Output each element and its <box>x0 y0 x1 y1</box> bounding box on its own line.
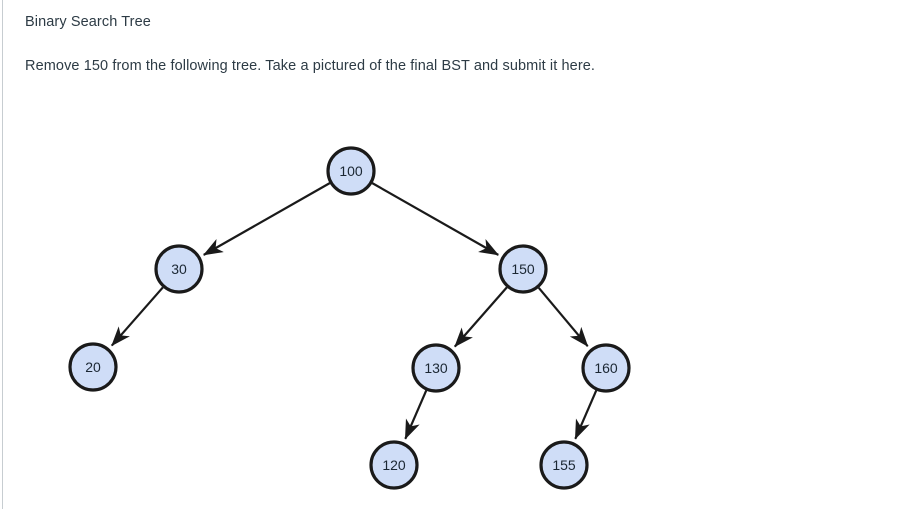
tree-node-100: 100 <box>326 146 376 196</box>
tree-edge-150-to-130 <box>453 286 508 348</box>
tree-node-150: 150 <box>498 244 548 294</box>
tree-node-label: 130 <box>424 360 448 376</box>
tree-edge-layer <box>110 182 598 440</box>
question-prompt: Binary Search Tree Remove 150 from the f… <box>25 12 865 78</box>
tree-node-label: 155 <box>552 457 576 473</box>
tree-node-label: 160 <box>594 360 618 376</box>
question-instruction: Remove 150 from the following tree. Take… <box>25 57 596 74</box>
tree-node-circle <box>154 244 204 294</box>
page-title: Binary Search Tree <box>25 14 151 30</box>
tree-node-label: 30 <box>171 261 187 277</box>
tree-node-label: 120 <box>382 457 406 473</box>
tree-node-circle <box>498 244 548 294</box>
tree-node-120: 120 <box>369 440 419 490</box>
tree-edge-100-to-150 <box>371 182 500 256</box>
tree-node-circle <box>369 440 419 490</box>
tree-node-circle <box>539 440 589 490</box>
tree-node-20: 20 <box>68 342 118 392</box>
tree-edge-150-to-160 <box>537 287 589 347</box>
tree-node-160: 160 <box>581 343 631 393</box>
tree-node-130: 130 <box>411 343 461 393</box>
tree-node-label: 100 <box>339 163 363 179</box>
tree-edge-130-to-120 <box>404 390 428 440</box>
tree-node-circle <box>326 146 376 196</box>
tree-edge-100-to-30 <box>202 182 331 256</box>
tree-node-label: 20 <box>85 359 101 375</box>
tree-node-circle <box>68 342 118 392</box>
tree-edge-30-to-20 <box>110 286 164 347</box>
tree-node-155: 155 <box>539 440 589 490</box>
tree-node-label: 150 <box>511 261 535 277</box>
tree-node-circle <box>411 343 461 393</box>
tree-edge-160-to-155 <box>574 390 598 440</box>
page-left-rule <box>2 0 3 509</box>
tree-node-layer: 100 30 150 20 130 160 120 155 <box>68 146 631 490</box>
tree-node-30: 30 <box>154 244 204 294</box>
tree-node-circle <box>581 343 631 393</box>
